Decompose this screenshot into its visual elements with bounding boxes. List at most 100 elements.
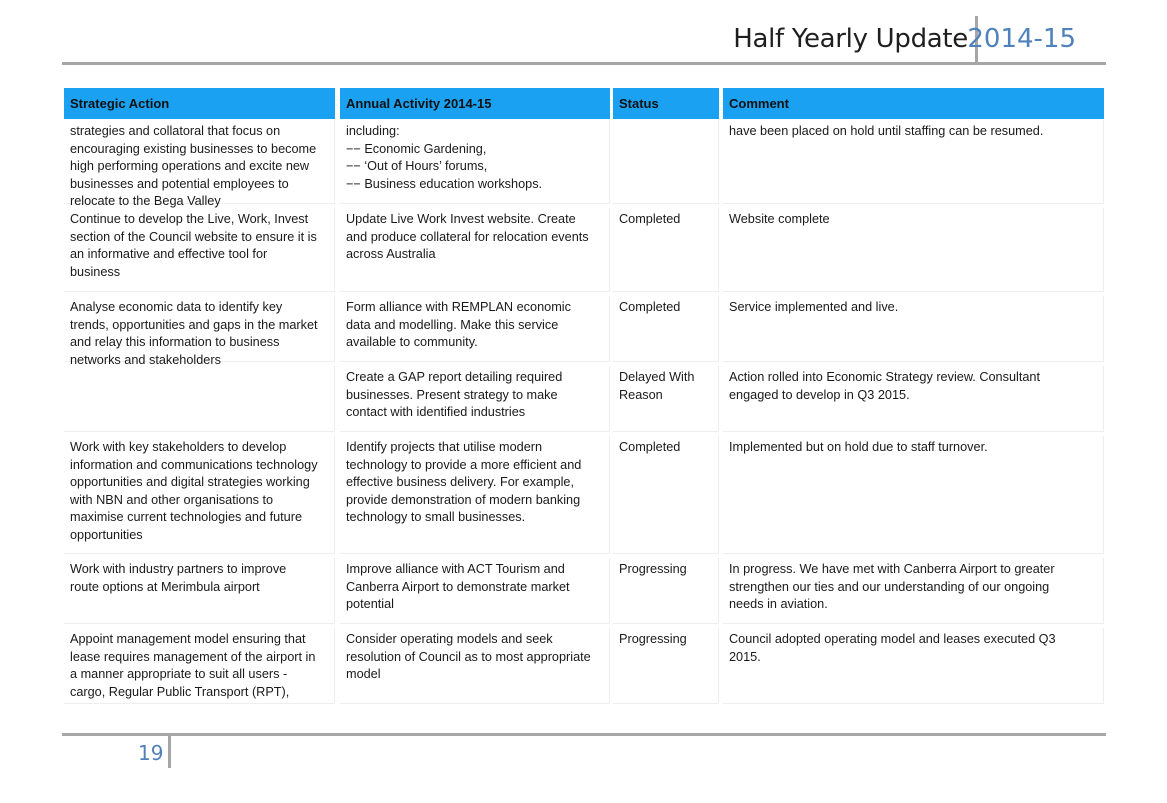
cell-annual-activity: Update Live Work Invest website. Create a…	[340, 208, 610, 292]
cell-text-line: Completed	[619, 300, 681, 314]
cell-comment: Service implemented and live.	[723, 296, 1104, 362]
cell-text-line: Service implemented and live.	[729, 300, 899, 314]
cell-text-line: including:	[346, 124, 400, 138]
cell-status: Progressing	[613, 558, 719, 624]
cell-text-line: −− Business education workshops.	[346, 176, 543, 191]
cell-comment: Implemented but on hold due to staff tur…	[723, 436, 1104, 554]
cell-text-line: potential	[346, 597, 394, 611]
cell-text-line: Appoint management model ensuring that	[70, 632, 306, 646]
cell-text-line: businesses and potential employees to	[70, 176, 289, 191]
cell-text-line: businesses. Present strategy to make	[346, 387, 558, 402]
cell-text-line: cargo, Regular Public Transport (RPT),	[70, 684, 290, 699]
cell-annual-activity: including: −− Economic Gardening, −− ‘Out …	[340, 120, 610, 204]
table-body: strategies and collatoral that focus on e…	[64, 120, 1104, 708]
cell-text-line: an informative and effective tool for	[70, 247, 268, 261]
cell-text-line: Website complete	[729, 212, 830, 226]
cell-text-line: −− Economic Gardening,	[346, 141, 487, 156]
cell-text-line: In progress. We have met with Canberra A…	[729, 562, 1055, 576]
cell-strategic-action	[64, 366, 335, 432]
cell-text-line: maximise current technologies and future	[70, 510, 303, 524]
cell-text-line: strategies and collatoral that focus on	[70, 124, 281, 138]
cell-text-line: Continue to develop the Live, Work, Inve…	[70, 212, 309, 226]
cell-comment: Action rolled into Economic Strategy rev…	[723, 366, 1104, 432]
cell-strategic-action: Work with industry partners to improve ro…	[64, 558, 335, 624]
cell-text-line: route options at Merimbula airport	[70, 579, 260, 594]
cell-text-line: Create a GAP report detailing required	[346, 370, 563, 384]
cell-text-line: data and modelling. Make this service	[346, 317, 559, 332]
cell-annual-activity: Form alliance with REMPLAN economic data …	[340, 296, 610, 362]
cell-annual-activity: Consider operating models and seek resolu…	[340, 628, 610, 704]
cell-text-line: Update Live Work Invest website. Create	[346, 212, 576, 226]
document-year: 2014-15	[967, 24, 1076, 54]
table-header-row: Strategic Action Annual Activity 2014-15…	[64, 88, 1104, 120]
cell-status: Completed	[613, 436, 719, 554]
cell-text-line: Work with industry partners to improve	[70, 562, 287, 576]
column-header-annual-activity: Annual Activity 2014-15	[340, 88, 610, 119]
cell-text-line: effective business delivery. For example…	[346, 475, 575, 489]
cell-strategic-action: Continue to develop the Live, Work, Inve…	[64, 208, 335, 292]
cell-text-line: with NBN and other organisations to	[70, 492, 274, 507]
cell-text-line: Council adopted operating model and leas…	[729, 632, 1056, 646]
table-row: Continue to develop the Live, Work, Inve…	[64, 208, 1104, 296]
column-header-comment: Comment	[723, 88, 1104, 119]
table-row: Create a GAP report detailing required bu…	[64, 366, 1104, 436]
page-number: 19	[138, 741, 164, 765]
cell-text-line: section of the Council website to ensure…	[70, 229, 317, 244]
cell-text-line: needs in aviation.	[729, 597, 828, 611]
cell-text-line: trends, opportunities and gaps in the ma…	[70, 317, 318, 332]
cell-strategic-action: Appoint management model ensuring that le…	[64, 628, 335, 704]
cell-annual-activity: Identify projects that utilise modern tec…	[340, 436, 610, 554]
cell-text-line: information and communications technolog…	[70, 457, 318, 472]
cell-comment: Website complete	[723, 208, 1104, 292]
table-row: Appoint management model ensuring that le…	[64, 628, 1104, 708]
cell-text-line: technology to small businesses.	[346, 510, 526, 524]
cell-text-line: a manner appropriate to suit all users -	[70, 667, 288, 681]
cell-text-line: and relay this information to business	[70, 335, 280, 349]
cell-text-line: relocate to the Bega Valley	[70, 194, 221, 208]
cell-comment: have been placed on hold until staffing …	[723, 120, 1104, 204]
cell-text-line: technology to provide a more efficient a…	[346, 457, 582, 472]
cell-text-line: and produce collateral for relocation ev…	[346, 229, 589, 244]
header-divider	[975, 16, 978, 64]
cell-status: Progressing	[613, 628, 719, 704]
cell-text-line: 2015.	[729, 649, 761, 664]
cell-text-line: model	[346, 667, 381, 681]
cell-text-line: resolution of Council as to most appropr…	[346, 649, 591, 664]
cell-text-line: Reason	[619, 387, 663, 402]
table-row: Work with industry partners to improve ro…	[64, 558, 1104, 628]
cell-text-line: Form alliance with REMPLAN economic	[346, 300, 571, 314]
cell-text-line: Identify projects that utilise modern	[346, 440, 543, 454]
cell-text-line: provide demonstration of modern banking	[346, 492, 581, 507]
cell-text-line: Completed	[619, 212, 681, 226]
cell-comment: Council adopted operating model and leas…	[723, 628, 1104, 704]
cell-text-line: opportunities	[70, 527, 143, 542]
cell-text-line: Completed	[619, 440, 681, 454]
cell-text-line: Delayed With	[619, 370, 695, 384]
cell-text-line: Consider operating models and seek	[346, 632, 553, 646]
cell-text-line: networks and stakeholders	[70, 352, 221, 367]
cell-text-line: Action rolled into Economic Strategy rev…	[729, 370, 1040, 384]
cell-text-line: contact with identified industries	[346, 405, 526, 419]
cell-text-line: have been placed on hold until staffing …	[729, 124, 1044, 138]
cell-comment: In progress. We have met with Canberra A…	[723, 558, 1104, 624]
column-header-strategic-action: Strategic Action	[64, 88, 335, 119]
cell-text-line: strengthen our ties and our understandin…	[729, 579, 1050, 594]
cell-text-line: −− ‘Out of Hours’ forums,	[346, 159, 488, 173]
cell-text-line: Progressing	[619, 632, 687, 646]
action-table: Strategic Action Annual Activity 2014-15…	[64, 88, 1104, 708]
cell-status	[613, 120, 719, 204]
cell-text-line: Canberra Airport to demonstrate market	[346, 579, 570, 594]
cell-text-line: lease requires management of the airport…	[70, 649, 316, 664]
cell-annual-activity: Create a GAP report detailing required bu…	[340, 366, 610, 432]
cell-text-line: Improve alliance with ACT Tourism and	[346, 562, 565, 576]
cell-text-line: Progressing	[619, 562, 687, 576]
column-header-status: Status	[613, 88, 719, 119]
cell-status: Completed	[613, 296, 719, 362]
